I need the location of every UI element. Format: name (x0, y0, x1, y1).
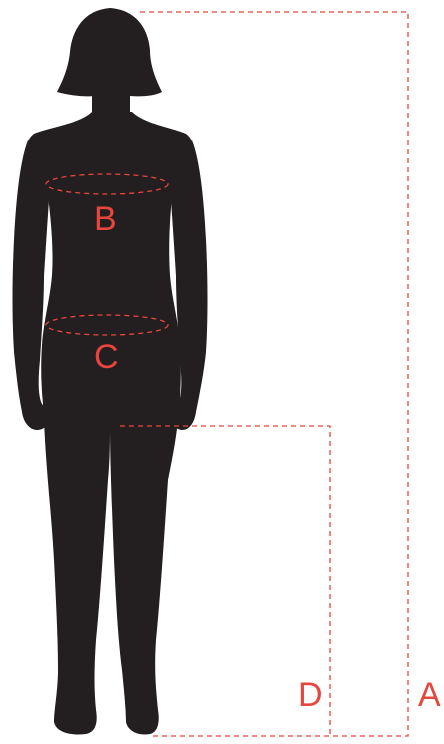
torso (24, 112, 196, 430)
right-leg (110, 420, 178, 735)
head-hair (57, 8, 162, 96)
label-b: B (94, 200, 117, 238)
label-c: C (94, 338, 119, 376)
left-leg (44, 420, 110, 735)
label-d: D (298, 676, 323, 714)
label-a: A (418, 676, 441, 714)
